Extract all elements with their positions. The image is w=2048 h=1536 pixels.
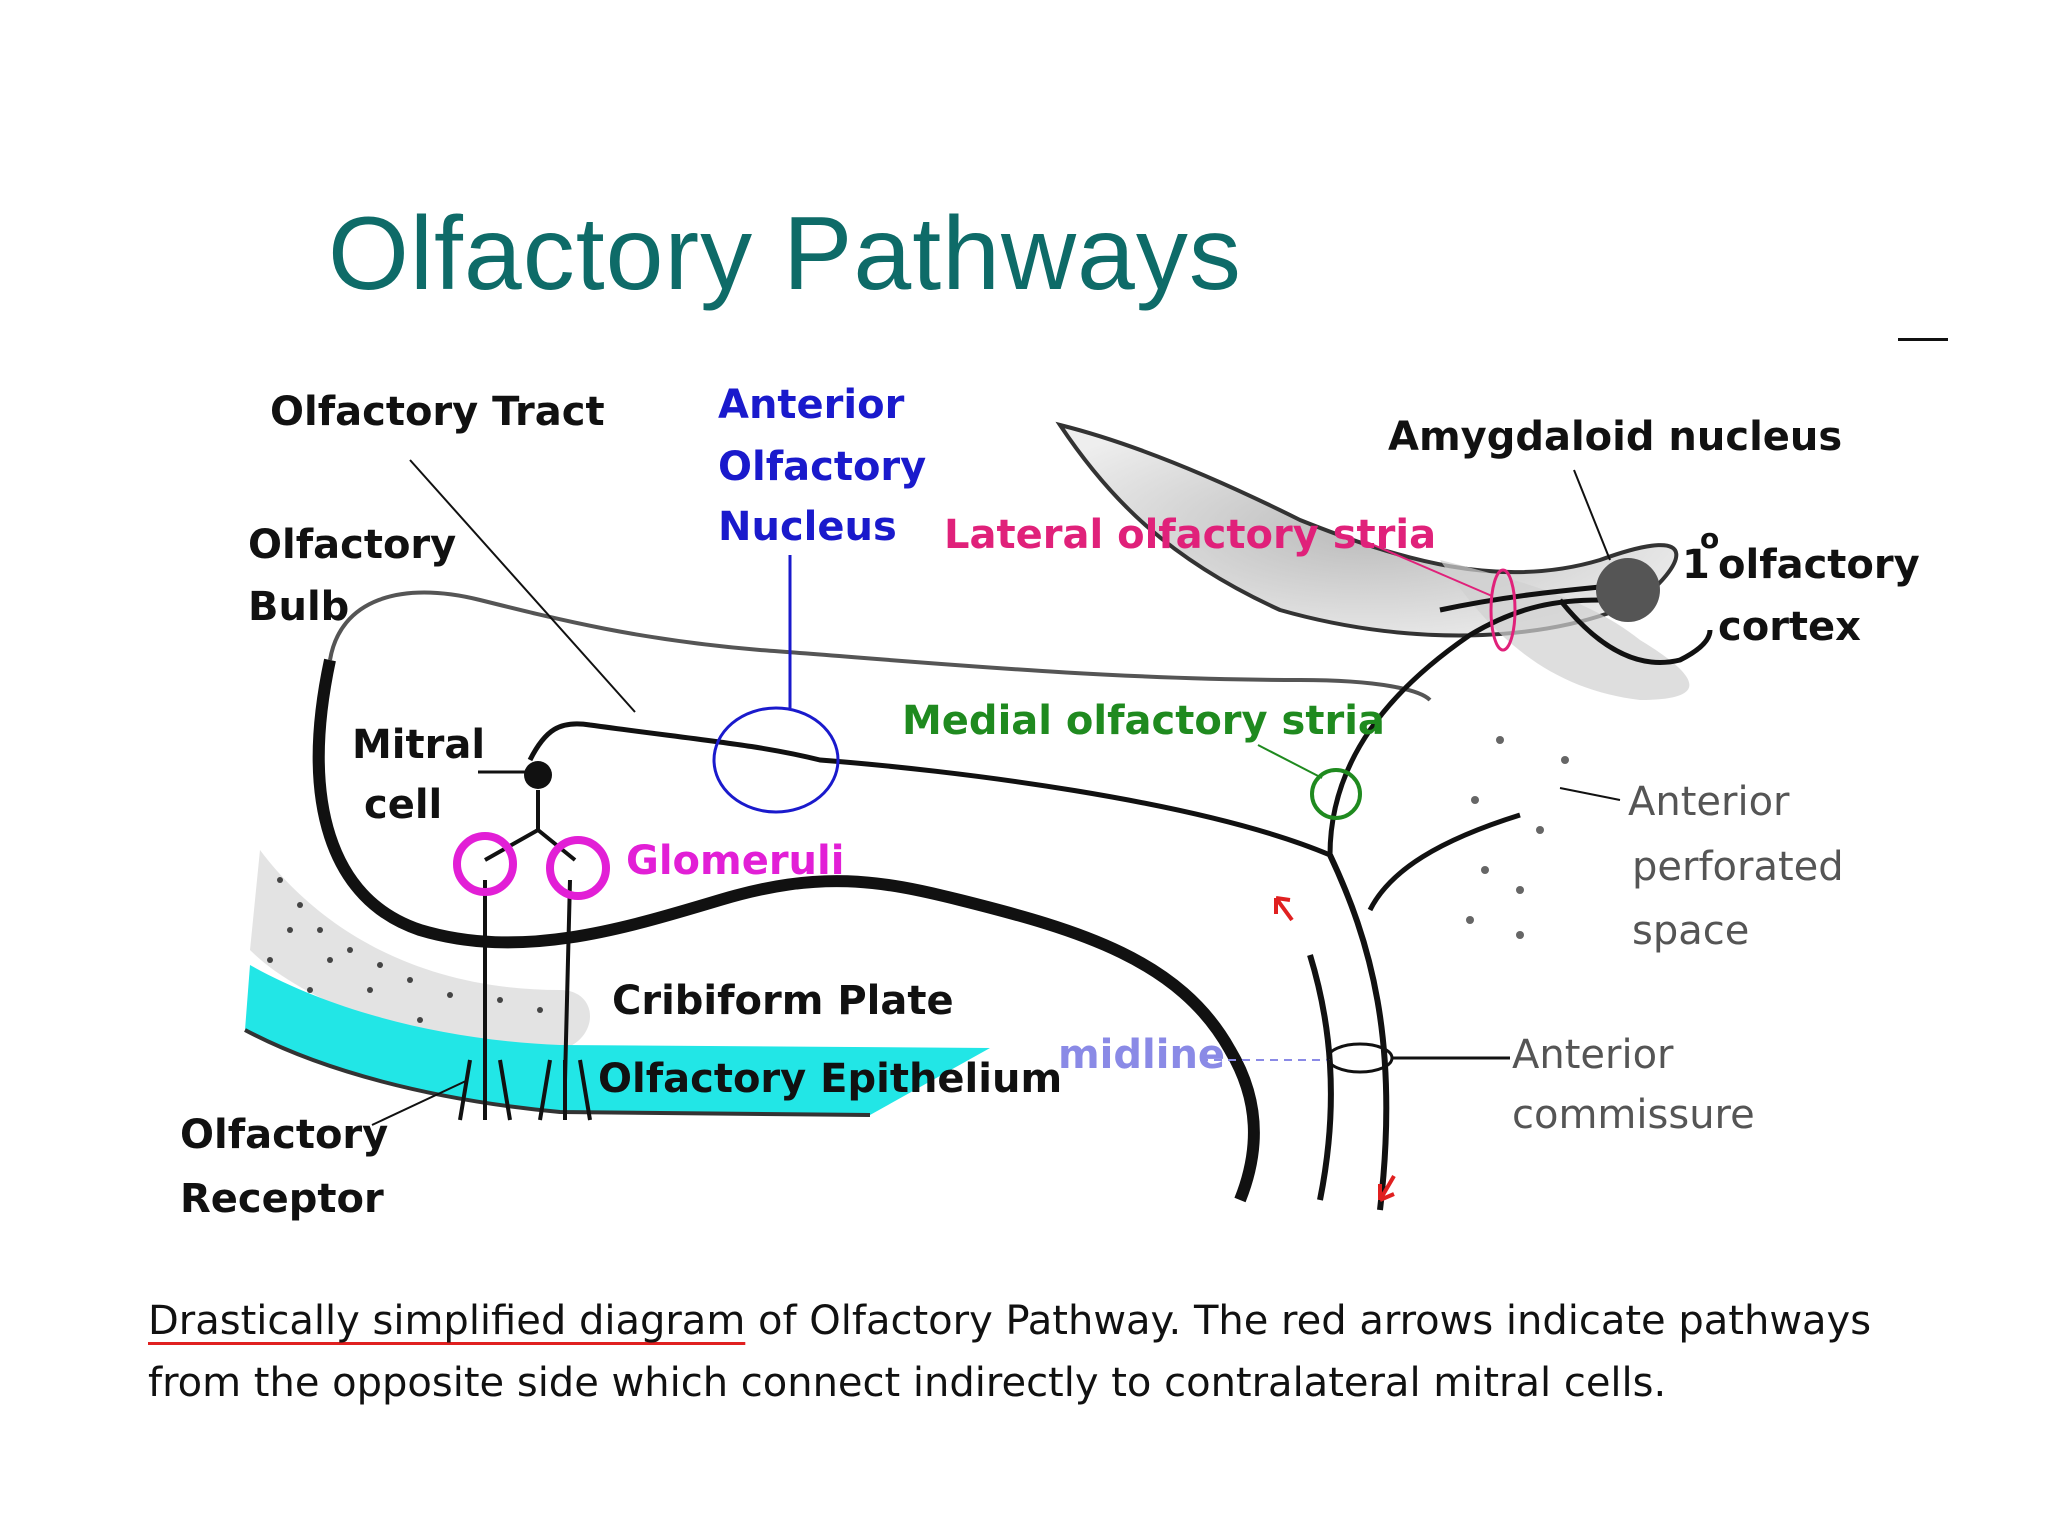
cortex-loop	[1558, 598, 1713, 665]
label-mitral-cell-2: cell	[364, 782, 442, 828]
bulb-top-outline	[328, 590, 1432, 702]
label-amygdaloid-nucleus: Amygdaloid nucleus	[1388, 414, 1842, 460]
anterior-commissure-ellipse	[1326, 1042, 1394, 1074]
glomerulus-2	[546, 836, 610, 900]
stipple-dots	[267, 877, 543, 1023]
label-primary-cortex-1: olfactory	[1718, 542, 1920, 588]
label-primary-cortex-num: 1	[1682, 542, 1710, 588]
temporal-shadow	[1440, 560, 1690, 700]
dash-mark	[1898, 338, 1948, 341]
olfactory-tract-pointer	[409, 459, 636, 713]
label-olfactory-bulb-2: Bulb	[248, 584, 349, 630]
red-arrow-down-icon	[1378, 1174, 1396, 1202]
receptor-axons	[458, 879, 592, 1121]
slide-title: Olfactory Pathways	[328, 196, 1242, 312]
label-primary-cortex-2: cortex	[1718, 604, 1861, 650]
label-anterior-commissure-2: commissure	[1512, 1092, 1755, 1138]
glomerulus-1	[453, 832, 517, 896]
epithelium-lower-edge	[244, 1028, 871, 1117]
label-perforated-space-3: space	[1632, 908, 1749, 954]
lateral-stria-pointer	[1361, 539, 1493, 597]
label-mitral-cell-1: Mitral	[352, 722, 485, 768]
label-perforated-space-1: Anterior	[1628, 779, 1790, 825]
label-primary-cortex-sup: o	[1700, 522, 1719, 555]
amygdaloid-pointer	[1573, 469, 1611, 561]
anterior-olfactory-nucleus-circle	[712, 706, 840, 814]
label-olfactory-receptor-2: Receptor	[180, 1176, 384, 1222]
label-aon-3: Nucleus	[718, 504, 897, 550]
receptor-pointer	[371, 1079, 469, 1126]
mitral-cell-body	[524, 761, 552, 789]
label-olfactory-receptor-1: Olfactory	[180, 1112, 388, 1158]
caption-line-1-rest: of Olfactory Pathway. The red arrows ind…	[745, 1298, 1872, 1344]
label-aon-2: Olfactory	[718, 444, 926, 490]
olfactory-tract-fiber	[527, 721, 1331, 858]
medial-stria-circle	[1310, 768, 1362, 820]
label-olfactory-bulb-1: Olfactory	[248, 522, 456, 568]
lateral-stria-ellipse	[1489, 568, 1517, 652]
label-aon-1: Anterior	[718, 382, 905, 428]
medial-stria-pointer	[1257, 744, 1323, 779]
label-perforated-space-2: perforated	[1632, 844, 1844, 890]
cribiform-plate-region	[250, 850, 590, 1050]
caption-line-2: from the opposite side which connect ind…	[148, 1360, 1667, 1406]
midline-curve-left	[1307, 954, 1334, 1201]
medial-stria-fiber	[1327, 597, 1601, 856]
label-midline: midline	[1058, 1032, 1225, 1078]
perforated-branch	[1367, 812, 1521, 912]
label-olfactory-epithelium: Olfactory Epithelium	[598, 1056, 1062, 1102]
diagram-caption: Drastically simplified diagram of Olfact…	[148, 1290, 1998, 1414]
label-anterior-commissure-1: Anterior	[1512, 1032, 1674, 1078]
amygdaloid-nucleus-body	[1596, 558, 1660, 622]
red-arrow-up-icon	[1274, 896, 1294, 922]
label-glomeruli: Glomeruli	[626, 838, 844, 884]
olfactory-epithelium-band	[245, 965, 990, 1115]
perforated-space-pointer	[1559, 787, 1621, 801]
caption-line-1: Drastically simplified diagram of Olfact…	[148, 1290, 1998, 1352]
label-medial-olfactory-stria: Medial olfactory stria	[902, 698, 1385, 744]
olfactory-bulb-outline	[312, 658, 1260, 1203]
label-olfactory-tract: Olfactory Tract	[270, 389, 605, 435]
caption-underlined: Drastically simplified diagram	[148, 1298, 746, 1344]
label-cribiform-plate: Cribiform Plate	[612, 978, 954, 1024]
label-lateral-olfactory-stria: Lateral olfactory stria	[944, 512, 1436, 558]
midline-curve-right	[1327, 853, 1390, 1211]
perforated-space-dots	[1466, 736, 1569, 939]
